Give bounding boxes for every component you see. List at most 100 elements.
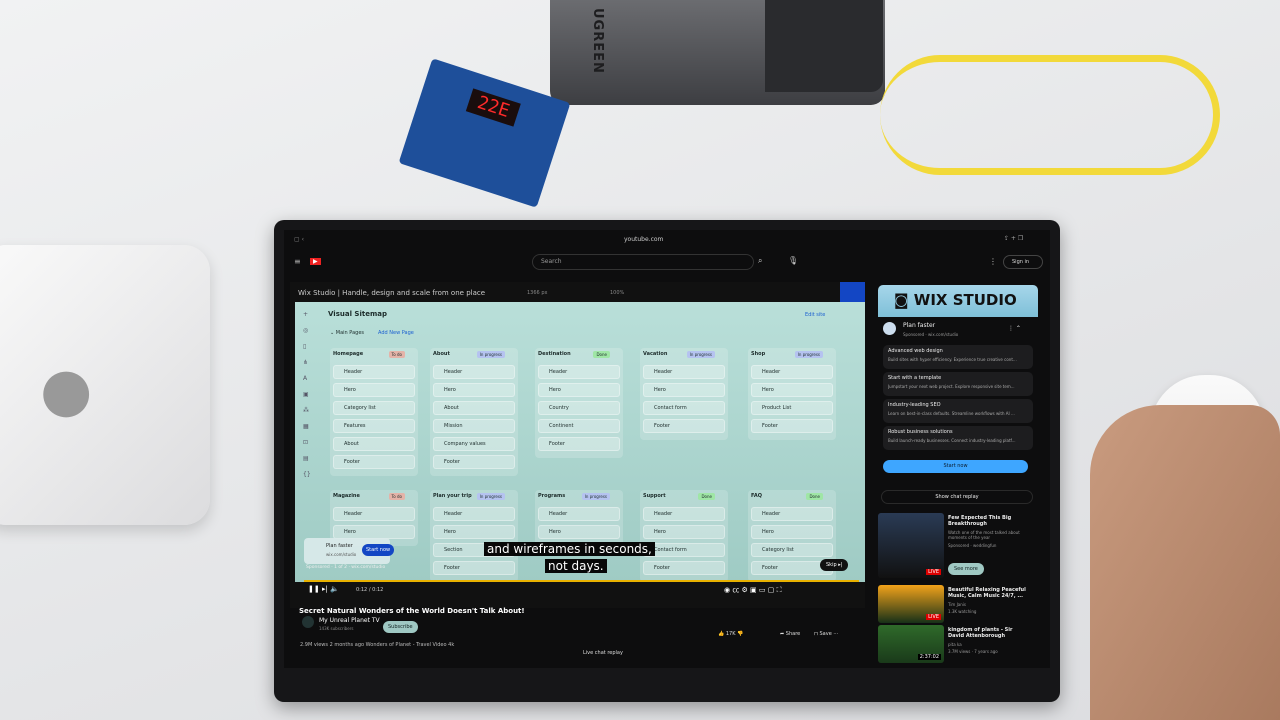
- share-icon[interactable]: ⇪ + ❐: [1004, 235, 1024, 242]
- save-button[interactable]: ⊓ Save ···: [814, 631, 839, 637]
- section-item[interactable]: Footer: [643, 561, 725, 575]
- editor-toolbar[interactable]: +◎▯⋔A▣⁂▦⊡▤{}: [303, 311, 311, 478]
- sidebar: ◙ WIX STUDIO Plan faster Sponsored · wix…: [878, 285, 1038, 665]
- progress-bar[interactable]: [304, 580, 859, 582]
- section-item[interactable]: Company values: [433, 437, 515, 451]
- channel-name[interactable]: My Unreal Planet TV: [319, 617, 380, 624]
- section-item[interactable]: Footer: [751, 419, 833, 433]
- share-button[interactable]: ➦ Share: [780, 631, 801, 637]
- section-item[interactable]: Header: [751, 507, 833, 521]
- section-item[interactable]: Hero: [433, 383, 515, 397]
- search-icon[interactable]: ⌕: [758, 256, 763, 265]
- section-item[interactable]: Hero: [643, 525, 725, 539]
- section-item[interactable]: Footer: [433, 561, 515, 575]
- section-item[interactable]: About: [433, 401, 515, 415]
- section-item[interactable]: Country: [538, 401, 620, 415]
- section-item[interactable]: Footer: [643, 419, 725, 433]
- section-item[interactable]: Footer: [333, 455, 415, 469]
- publish-button[interactable]: [840, 282, 865, 302]
- section-item[interactable]: Header: [333, 507, 415, 521]
- section-item[interactable]: Hero: [643, 383, 725, 397]
- section-item[interactable]: Header: [538, 507, 620, 521]
- section-item[interactable]: Contact form: [643, 543, 725, 557]
- like-button[interactable]: 👍 17K 👎: [718, 631, 744, 637]
- section-item[interactable]: Contact form: [643, 401, 725, 415]
- video-thumbnail[interactable]: 2:37:02: [878, 625, 944, 663]
- section-item[interactable]: Category list: [751, 543, 833, 557]
- play-controls[interactable]: ❚❚ ▸| 🔈: [308, 585, 339, 593]
- video-card[interactable]: LIVE Beautiful Relaxing Peaceful Music, …: [878, 585, 1038, 625]
- section-item[interactable]: Hero: [751, 383, 833, 397]
- live-chat-replay[interactable]: Live chat replay: [583, 650, 623, 656]
- more-icon[interactable]: ⋮: [989, 257, 997, 266]
- edit-site-link[interactable]: Edit site: [805, 312, 826, 318]
- video-thumbnail[interactable]: LIVE: [878, 513, 944, 578]
- player-settings-icons[interactable]: ◉ ㏄ ⚙ ▣ ▭ ▢ ⛶: [724, 586, 782, 594]
- youtube-logo[interactable]: ▶: [310, 258, 321, 265]
- video-card[interactable]: LIVE Few Expected This Big Breakthrough …: [878, 513, 1038, 578]
- section-item[interactable]: Mission: [433, 419, 515, 433]
- section-item[interactable]: Hero: [751, 525, 833, 539]
- section-item[interactable]: Header: [433, 365, 515, 379]
- section-item[interactable]: Header: [643, 365, 725, 379]
- see-more-button[interactable]: See more: [948, 563, 984, 575]
- section-item[interactable]: Hero: [333, 383, 415, 397]
- section-item[interactable]: About: [333, 437, 415, 451]
- mic-icon[interactable]: 🎙: [788, 256, 799, 265]
- wix-logo-icon: ◙: [894, 291, 909, 309]
- url-bar[interactable]: youtube.com: [624, 236, 664, 243]
- section-item[interactable]: Hero: [333, 525, 415, 539]
- section-item[interactable]: Hero: [538, 383, 620, 397]
- video-card[interactable]: 2:37:02 kingdom of plants - Sir David At…: [878, 625, 1038, 665]
- menu-icon[interactable]: ≡: [294, 257, 301, 266]
- start-now-button[interactable]: Start now: [883, 460, 1028, 473]
- sidebar-toggle-icon[interactable]: ▢ ‹: [294, 236, 304, 243]
- ad-more-icon[interactable]: ⋮ ⌃: [1008, 325, 1021, 332]
- start-now-button[interactable]: Start now: [362, 544, 395, 556]
- skip-button[interactable]: Skip ▸|: [820, 559, 849, 571]
- section-item[interactable]: Footer: [751, 561, 833, 575]
- section-item[interactable]: Header: [333, 365, 415, 379]
- section-item[interactable]: Header: [751, 365, 833, 379]
- sign-in-button[interactable]: Sign in: [1003, 255, 1043, 269]
- main-pages-toggle[interactable]: ⌄ Main Pages: [330, 330, 365, 336]
- add-new-page-link[interactable]: Add New Page: [378, 330, 414, 336]
- section-item[interactable]: Header: [433, 507, 515, 521]
- channel-avatar[interactable]: [302, 616, 314, 628]
- subscribe-button[interactable]: Subscribe: [383, 621, 418, 633]
- section-item[interactable]: Header: [538, 365, 620, 379]
- section-item[interactable]: Features: [333, 419, 415, 433]
- section-item[interactable]: Footer: [433, 455, 515, 469]
- section-item[interactable]: Header: [643, 507, 725, 521]
- apple-logo-icon: ●: [40, 355, 93, 425]
- section-item[interactable]: Footer: [538, 437, 620, 451]
- section-item[interactable]: Hero: [538, 525, 620, 539]
- status-badge: In progress: [686, 351, 715, 358]
- ad-overlay[interactable]: Plan faster wix.com/studio Start now: [304, 538, 395, 564]
- show-chat-replay-button[interactable]: Show chat replay: [881, 490, 1033, 504]
- video-title: Secret Natural Wonders of the World Does…: [299, 607, 525, 615]
- wix-studio-banner[interactable]: ◙ WIX STUDIO: [878, 285, 1038, 317]
- search-input[interactable]: Search: [532, 254, 754, 270]
- section-item[interactable]: Category list: [333, 401, 415, 415]
- section-item[interactable]: Continent: [538, 419, 620, 433]
- video-thumbnail[interactable]: LIVE: [878, 585, 944, 623]
- section-item[interactable]: Product List: [751, 401, 833, 415]
- section-item[interactable]: Hero: [433, 525, 515, 539]
